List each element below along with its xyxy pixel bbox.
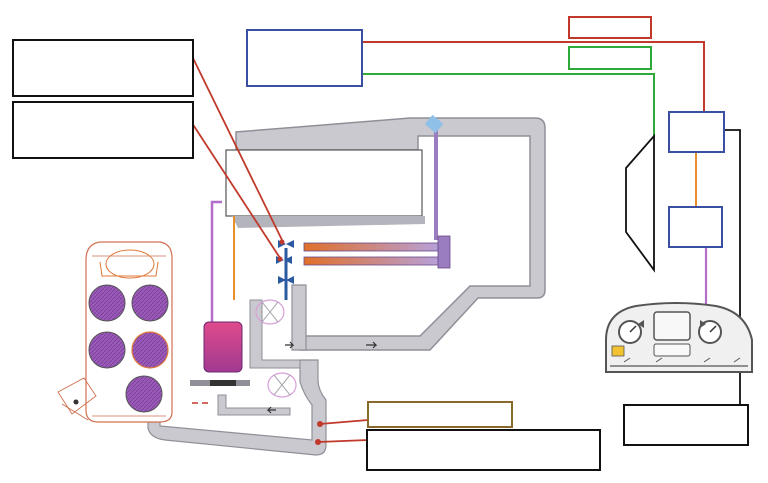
flow-arrow-icon	[366, 341, 378, 349]
ecu-box-upper	[668, 111, 725, 153]
flow-arrow-icon	[266, 406, 276, 414]
label-box-bottom-right	[623, 404, 749, 446]
lower-return-duct	[147, 359, 327, 456]
black-link-line	[724, 129, 741, 405]
intake-duct-system	[147, 117, 546, 456]
cylinder-2	[131, 284, 169, 322]
flow-arrow-icon	[285, 341, 295, 349]
upper-air-duct	[235, 117, 546, 351]
rail-sensor-icon	[424, 114, 444, 134]
engine-oval	[105, 249, 155, 279]
lower-display	[653, 343, 691, 357]
label-box-top-left-1	[12, 39, 194, 97]
cylinder-4	[131, 331, 169, 369]
turbo-link-duct	[249, 299, 301, 369]
down-pipe	[291, 284, 307, 351]
sensor-icon	[315, 439, 321, 445]
cylinder-3	[88, 331, 126, 369]
label-box-top-left-2	[12, 101, 194, 159]
intake-panel	[225, 149, 423, 217]
purple-vacuum-line	[210, 200, 222, 322]
label-box-brown-bottom	[367, 401, 513, 428]
ecu-box-lower	[668, 206, 723, 248]
label-box-bottom-wide	[366, 429, 601, 471]
turbo-loop-duct	[217, 394, 291, 416]
instrument-cluster	[605, 302, 753, 373]
label-box-green-top-right	[568, 46, 652, 70]
throttle-housing	[625, 133, 655, 273]
label-box-top-mid	[246, 29, 363, 87]
red-bus-line	[362, 41, 705, 112]
engine-block	[57, 241, 173, 423]
cylinder-1	[88, 284, 126, 322]
label-box-red-top-right	[568, 16, 652, 39]
red-signal-line-1	[191, 55, 283, 241]
turbocharger	[190, 299, 297, 398]
egr-cooler	[303, 235, 451, 269]
intake-panel-shadow	[232, 216, 425, 228]
center-display	[653, 311, 691, 341]
sensor-icon	[317, 421, 323, 427]
valve-cluster	[276, 240, 294, 300]
cylinder-5	[125, 375, 163, 413]
sensor-icon	[279, 239, 285, 245]
red-signal-line-4	[317, 439, 369, 443]
warning-lamp-icon	[611, 345, 625, 357]
sensor-icon	[277, 256, 283, 262]
pressure-vessel	[203, 321, 243, 373]
green-bus-line	[362, 73, 655, 138]
red-signal-line-2	[191, 122, 281, 259]
red-signal-line-3	[319, 419, 369, 425]
